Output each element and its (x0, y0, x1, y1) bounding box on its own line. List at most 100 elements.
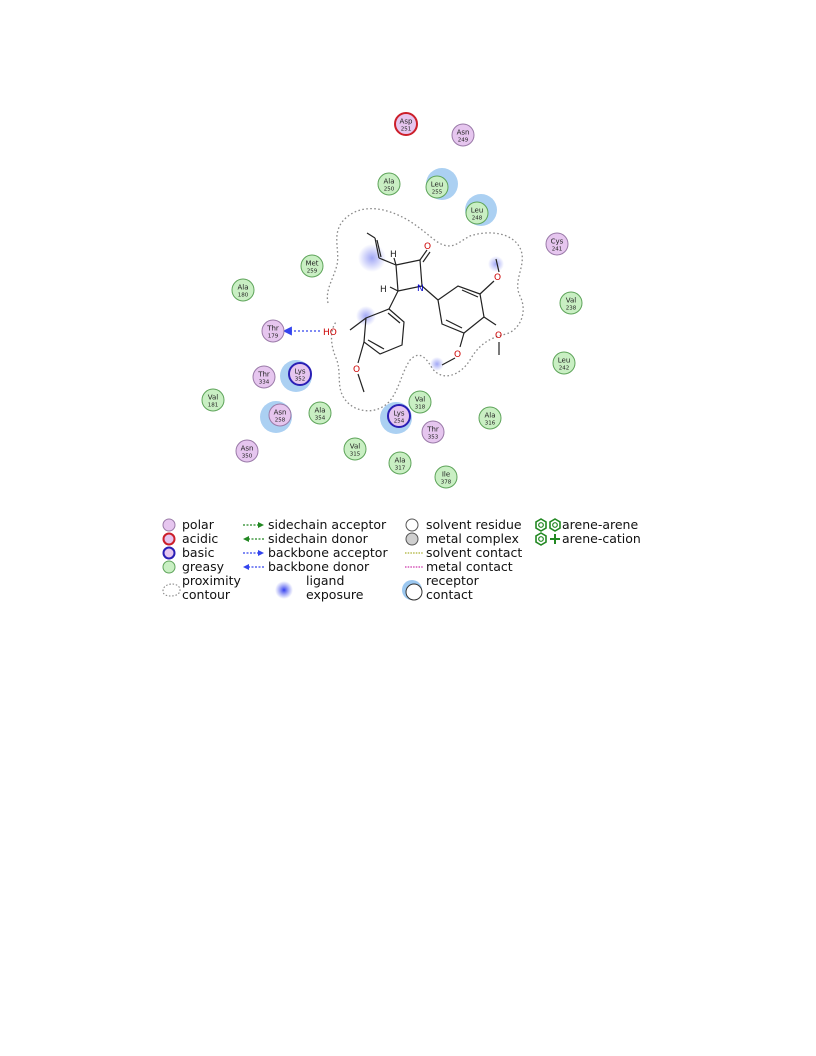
residue-circle (545, 232, 569, 256)
residue-name: Lys (393, 410, 404, 418)
residue-number: 242 (559, 366, 570, 372)
residue-circle (268, 403, 292, 427)
atom-label: O (494, 273, 501, 283)
atom-label: O (424, 242, 431, 252)
residue-name: Asn (457, 129, 470, 137)
receptor-contact-icon (402, 580, 423, 601)
residue-name: Leu (558, 357, 571, 365)
residue-name: Ala (314, 407, 325, 415)
residue-circle (421, 420, 445, 444)
proximity-contour (326, 207, 524, 412)
residue-name: Ile (442, 471, 450, 479)
residue-circle (387, 404, 411, 428)
residue-name: Val (415, 396, 426, 404)
residue-circle (288, 362, 312, 386)
residue-name: Asn (241, 445, 254, 453)
residue-number: 180 (238, 293, 249, 299)
residue-number: 378 (441, 480, 452, 486)
residue-circle (434, 465, 458, 489)
residue-circle (261, 319, 285, 343)
arene-arene-icon (535, 518, 561, 532)
ligand-structure (349, 232, 500, 393)
residue-number: 251 (401, 127, 412, 133)
residue-circle (252, 365, 276, 389)
residue-number: 179 (268, 334, 279, 340)
residue-number: 241 (552, 247, 563, 253)
residue-circle (308, 401, 332, 425)
residue-circle (343, 437, 367, 461)
sidechain-acceptor-arrow-icon (243, 522, 264, 528)
residue-name: Val (208, 394, 219, 402)
residue-circle (201, 388, 225, 412)
atom-label: N (417, 284, 424, 294)
residue-number: 238 (566, 306, 577, 312)
residue-name: Thr (266, 325, 279, 333)
greasy-swatch-icon (162, 560, 176, 574)
residue-name: Ala (484, 412, 495, 420)
residue-number: 249 (458, 138, 469, 144)
residue-number: 315 (350, 452, 361, 458)
residue-number: 354 (315, 416, 326, 422)
residue-number: 248 (472, 216, 483, 222)
residue-number: 255 (432, 190, 443, 196)
residue-circle (235, 439, 259, 463)
backbone-acceptor-arrow-icon (243, 550, 264, 556)
residue-name: Asp (400, 118, 413, 126)
residue-number: 353 (428, 435, 439, 441)
residue-number: 259 (307, 269, 318, 275)
residue-circle (552, 351, 576, 375)
residue-name: Leu (431, 181, 444, 189)
residue-circle (300, 254, 324, 278)
residue-circle (377, 172, 401, 196)
atom-label: H (380, 285, 387, 295)
residue-circle (465, 201, 489, 225)
legend: polar acidic basic greasy proximity cont… (160, 514, 680, 614)
sidechain-donor-arrow-icon (243, 536, 264, 542)
solvent-residue-icon (405, 518, 419, 532)
proximity-contour-icon (162, 583, 181, 597)
residue-number: 254 (394, 419, 405, 425)
residue-circle (408, 390, 432, 414)
residue-name: Lys (294, 368, 305, 376)
polar-swatch-icon (162, 518, 176, 532)
residue-circle (425, 175, 449, 199)
residue-number: 250 (384, 187, 395, 193)
residue-name: Leu (471, 207, 484, 215)
residue-name: Met (305, 260, 318, 268)
residue-name: Thr (426, 426, 439, 434)
residue-number: 316 (485, 421, 496, 427)
residue-number: 317 (395, 466, 406, 472)
basic-swatch-icon (162, 546, 176, 560)
residue-number: 318 (415, 405, 426, 411)
metal-complex-icon (405, 532, 419, 546)
residue-circle (559, 291, 583, 315)
metal-contact-line-icon (405, 566, 423, 568)
atom-label: H (390, 250, 397, 260)
ligand-atom-labels: O N H H HO O O O O (323, 242, 502, 375)
residue-name: Val (566, 297, 577, 305)
residue-name: Ala (237, 284, 248, 292)
residue-name: Cys (551, 238, 564, 246)
residue-circle (394, 112, 418, 136)
residue-number: 350 (242, 454, 253, 460)
